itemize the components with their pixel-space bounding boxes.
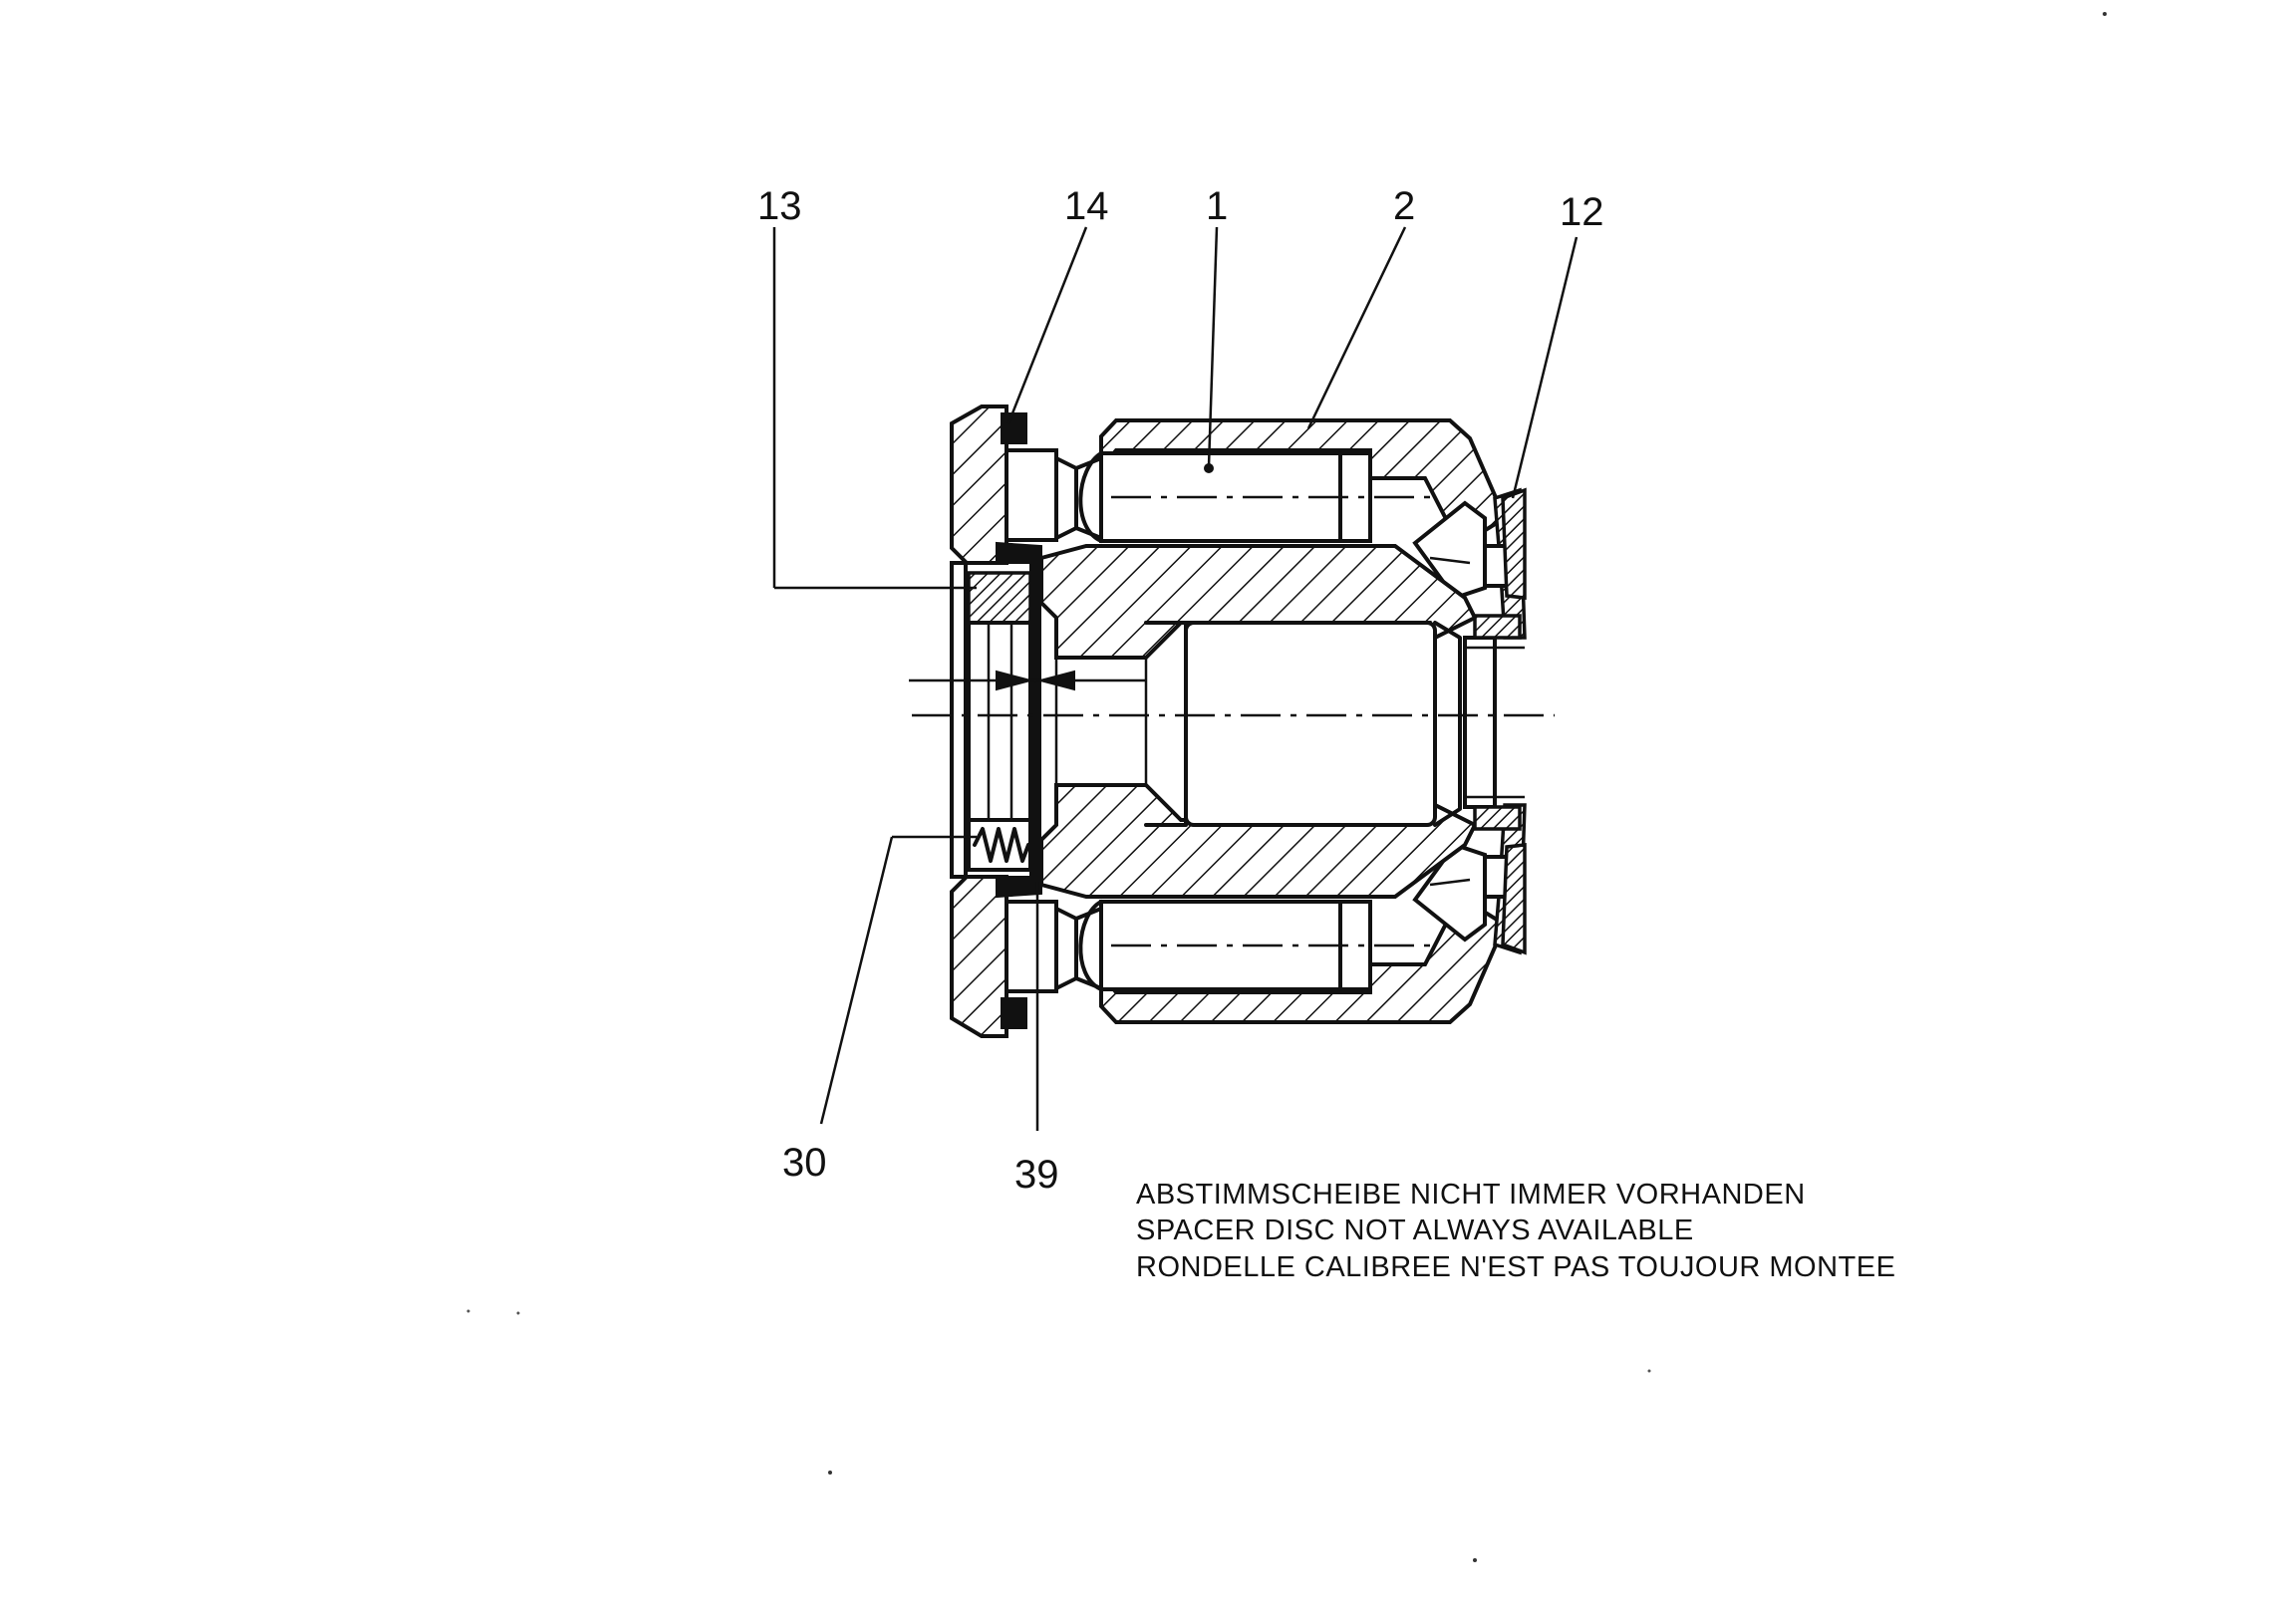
callout-13: 13: [757, 184, 802, 228]
note-english: SPACER DISC NOT ALWAYS AVAILABLE: [1136, 1214, 1694, 1246]
callout-14: 14: [1064, 184, 1109, 228]
bolt-bottom: [1004, 900, 1103, 993]
roller-top: [1078, 451, 1440, 543]
callout-1: 1: [1206, 184, 1228, 228]
leader-2: [1306, 226, 1407, 429]
callout-30: 30: [782, 1141, 827, 1185]
callout-12: 12: [1560, 190, 1604, 234]
roller-center-dot: [1204, 463, 1214, 473]
spacer-13: [967, 571, 1032, 822]
bore: [1054, 621, 1462, 827]
leader-14: [1006, 226, 1088, 424]
inner-ring: [1039, 544, 1478, 899]
leader-12: [1511, 236, 1578, 499]
callout-2: 2: [1393, 184, 1415, 228]
spring-30: [967, 818, 1032, 872]
leader-1: [1207, 226, 1219, 467]
spacer-disc-39: [1029, 557, 1041, 883]
leader-lines: [772, 226, 1578, 1131]
leader-30: [819, 836, 894, 1125]
note-french: RONDELLE CALIBREE N'EST PAS TOUJOUR MONT…: [1136, 1251, 1895, 1283]
dimension-arrows: [909, 670, 1146, 691]
note-german: ABSTIMMSCHEIBE NICHT IMMER VORHANDEN: [1136, 1179, 1806, 1211]
bolt-top: [1004, 448, 1103, 542]
roller-bottom: [1078, 900, 1440, 991]
retaining-ring-12: [1501, 487, 1527, 955]
scan-specks: [466, 12, 2107, 1562]
callout-39: 39: [1014, 1153, 1059, 1197]
cover-plate: [950, 404, 1008, 1038]
